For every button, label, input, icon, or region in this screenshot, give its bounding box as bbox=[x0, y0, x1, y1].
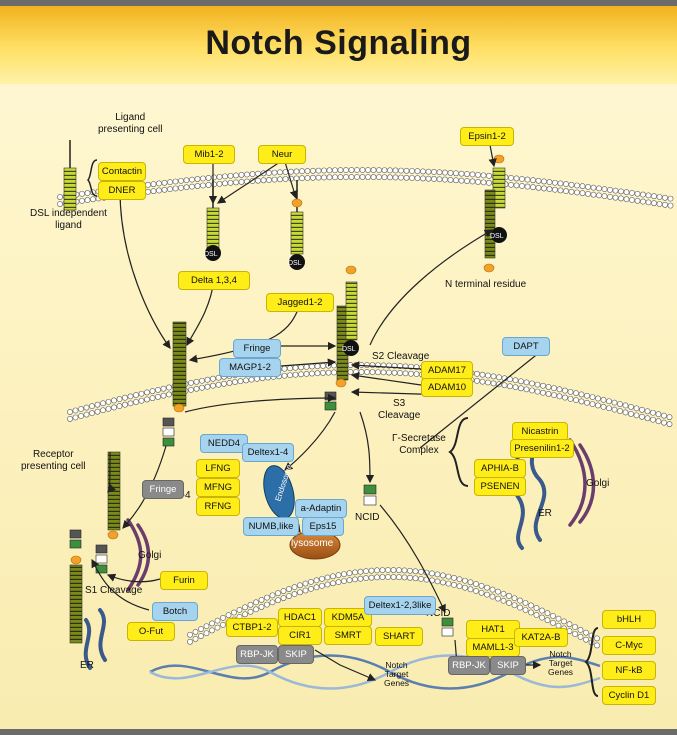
dapt-box: DAPT bbox=[502, 337, 550, 356]
page-title: Notch Signaling bbox=[205, 24, 472, 62]
adam10-box: ADAM10 bbox=[421, 378, 473, 397]
footer-bar bbox=[0, 729, 677, 735]
psenen-box: PSENEN bbox=[474, 477, 526, 496]
dsl-label-2: DSL bbox=[288, 260, 302, 267]
dsl-label-1: DSL bbox=[204, 251, 218, 258]
rfng-box: RFNG bbox=[196, 497, 240, 516]
fringe-box: Fringe bbox=[233, 339, 281, 358]
ofut-box: O-Fut bbox=[127, 622, 175, 641]
mib-box: Mib1-2 bbox=[183, 145, 235, 164]
dna-helix bbox=[149, 654, 601, 690]
nedd4-box: NEDD4 bbox=[200, 434, 248, 453]
jagged-box: Jagged1-2 bbox=[266, 293, 334, 312]
golgi-label-2: Golgi bbox=[138, 550, 162, 561]
aphia-box: APHIA-B bbox=[474, 459, 526, 478]
dner-box: DNER bbox=[98, 181, 146, 200]
ncid-label: NCID bbox=[355, 512, 380, 523]
n-terminal-label: N terminal residue bbox=[445, 279, 527, 290]
deltex-like-box: Deltex1-2,3like bbox=[364, 596, 436, 615]
rbp-jk-box-2: RBP-JK bbox=[448, 656, 490, 675]
fringe-gray-box: Fringe bbox=[142, 480, 184, 499]
eps15-box: Eps15 bbox=[302, 517, 344, 536]
nucleus-ncid-label: NCID bbox=[426, 608, 451, 619]
header-banner: Notch Signaling bbox=[0, 0, 677, 84]
golgi-label: Golgi bbox=[586, 478, 610, 489]
neur-box: Neur bbox=[258, 145, 306, 164]
s1-cleavage-label: S1 Cleavage bbox=[85, 585, 143, 596]
bhlh-box: bHLH bbox=[602, 610, 656, 629]
hdac1-box: HDAC1 bbox=[278, 608, 322, 627]
nfkb-box: NF-kB bbox=[602, 661, 656, 680]
er-label: ER bbox=[538, 508, 552, 519]
cell-membranes bbox=[57, 167, 674, 649]
shart-box: SHART bbox=[375, 627, 423, 646]
dsl-label-4: DSL bbox=[342, 346, 356, 353]
skip-box-1: SKIP bbox=[278, 645, 314, 664]
lfng-box: LFNG bbox=[196, 459, 240, 478]
kat2a-box: KAT2A-B bbox=[514, 628, 568, 647]
cir1-box: CIR1 bbox=[278, 626, 322, 645]
hat1-box: HAT1 bbox=[466, 620, 520, 639]
deltex14-box: Deltex1-4 bbox=[242, 443, 294, 462]
cmyc-box: C-Myc bbox=[602, 636, 656, 655]
smrt-box: SMRT bbox=[324, 626, 372, 645]
epsin-box: Epsin1-2 bbox=[460, 127, 514, 146]
dsl-label-3: DSL bbox=[490, 233, 504, 240]
cyclin-box: Cyclin D1 bbox=[602, 686, 656, 705]
presenilin-box: Presenilin1-2 bbox=[510, 439, 574, 458]
delta-box: Delta 1,3,4 bbox=[178, 271, 250, 290]
er-label-2: ER bbox=[80, 660, 94, 671]
numb-box: NUMB,like bbox=[243, 517, 299, 536]
rbp-jk-box-1: RBP-JK bbox=[236, 645, 278, 664]
a-adaptin-box: a-Adaptin bbox=[295, 499, 347, 518]
mfng-box: MFNG bbox=[196, 478, 240, 497]
furin-box: Furin bbox=[160, 571, 208, 590]
botch-box: Botch bbox=[152, 602, 198, 621]
lysosome-label: lysosome bbox=[291, 538, 334, 549]
s2-cleavage-label: S2 Cleavage bbox=[372, 351, 430, 362]
magp-box: MAGP1-2 bbox=[219, 358, 281, 377]
golgi-organelle bbox=[126, 438, 596, 592]
maml-box: MAML1-3 bbox=[466, 638, 520, 657]
skip-box-2: SKIP bbox=[490, 656, 526, 675]
contactin-box: Contactin bbox=[98, 162, 146, 181]
ctbp-box: CTBP1-2 bbox=[226, 618, 278, 637]
